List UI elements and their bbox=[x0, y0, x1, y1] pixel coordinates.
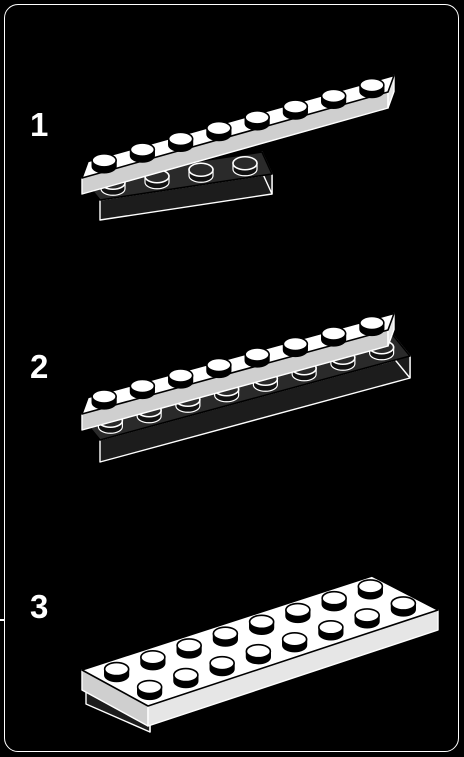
white-plate-2x8-stud-1-6-top bbox=[319, 621, 343, 634]
white-plate-2x8-stud-2-4-top bbox=[213, 627, 237, 640]
white-plate-1x8-top-stud-2-top bbox=[130, 380, 154, 393]
step-2-assembly bbox=[82, 314, 410, 463]
white-plate-1x8-stud-8 bbox=[360, 79, 384, 98]
white-plate-2x8-stud-1-4-top bbox=[246, 645, 270, 658]
white-plate-1x8-stud-1 bbox=[92, 154, 116, 173]
white-plate-1x8-stud-6-top bbox=[283, 100, 307, 113]
white-plate-1x8-top-stud-7-top bbox=[322, 327, 346, 340]
dark-plate-1x4-stud-1-4-top bbox=[233, 157, 257, 170]
white-plate-1x8-stud-4-top bbox=[207, 122, 231, 135]
white-plate-2x8-stud-2-1 bbox=[105, 663, 129, 682]
white-plate-1x8-stud-2 bbox=[130, 143, 154, 162]
white-plate-2x8-stud-1-1-top bbox=[138, 681, 162, 694]
white-plate-2x8-stud-1-3-top bbox=[210, 657, 234, 670]
white-plate-1x8-top-stud-1-top bbox=[92, 390, 116, 403]
white-plate-2x8-stud-2-5-top bbox=[250, 615, 274, 628]
white-plate-1x8-top-stud-4-top bbox=[207, 359, 231, 372]
white-plate-1x8-top-stud-3 bbox=[169, 369, 193, 388]
white-plate-2x8-stud-1-3 bbox=[210, 657, 234, 676]
white-plate-2x8-stud-1-8 bbox=[391, 597, 415, 616]
step-3-assembly bbox=[82, 576, 438, 732]
white-plate-2x8-stud-1-6 bbox=[319, 621, 343, 640]
step-1-assembly bbox=[82, 76, 394, 221]
dark-plate-1x4-stud-1-4 bbox=[233, 157, 257, 176]
white-plate-1x8-top-stud-7 bbox=[322, 327, 346, 346]
white-plate-2x8-stud-1-5 bbox=[283, 633, 307, 652]
white-plate-1x8-top-stud-4 bbox=[207, 359, 231, 378]
white-plate-2x8-stud-1-7-top bbox=[355, 609, 379, 622]
white-plate-1x8-stud-4 bbox=[207, 122, 231, 141]
white-plate-1x8-top-stud-5-top bbox=[245, 348, 269, 361]
white-plate-1x8-stud-8-top bbox=[360, 79, 384, 92]
white-plate-1x8-top-stud-2 bbox=[130, 380, 154, 399]
white-plate-2x8-stud-2-1-top bbox=[105, 663, 129, 676]
white-plate-2x8-stud-2-5 bbox=[250, 615, 274, 634]
white-plate-2x8-stud-2-6-top bbox=[286, 604, 310, 617]
white-plate-2x8-stud-1-1 bbox=[138, 681, 162, 700]
white-plate-2x8-stud-2-3 bbox=[177, 639, 201, 658]
white-plate-2x8-stud-2-4 bbox=[213, 627, 237, 646]
white-plate-2x8-stud-2-3-top bbox=[177, 639, 201, 652]
white-plate-2x8-stud-1-7 bbox=[355, 609, 379, 628]
white-plate-1x8-stud-3 bbox=[169, 132, 193, 151]
white-plate-1x8-stud-5 bbox=[245, 111, 269, 130]
white-plate-1x8-stud-2-top bbox=[130, 143, 154, 156]
white-plate-2x8-stud-2-8-top bbox=[358, 580, 382, 593]
white-plate-2x8-stud-1-2-top bbox=[174, 669, 198, 682]
white-plate-2x8-stud-2-2-top bbox=[141, 651, 165, 664]
white-plate-1x8-top-stud-6-top bbox=[283, 338, 307, 351]
white-plate-1x8-stud-5-top bbox=[245, 111, 269, 124]
white-plate-1x8-top-stud-3-top bbox=[169, 369, 193, 382]
white-plate-2x8-stud-2-7-top bbox=[322, 592, 346, 605]
white-plate-1x8-top-stud-6 bbox=[283, 338, 307, 357]
white-plate-2x8-stud-2-8 bbox=[358, 580, 382, 599]
white-plate-1x8-top-stud-1 bbox=[92, 390, 116, 409]
white-plate-2x8-stud-2-6 bbox=[286, 604, 310, 623]
dark-plate-1x4-stud-1-3 bbox=[189, 163, 213, 182]
white-plate-2x8-stud-1-5-top bbox=[283, 633, 307, 646]
white-plate-1x8-stud-7-top bbox=[322, 89, 346, 102]
white-plate-2x8-stud-2-7 bbox=[322, 592, 346, 611]
white-plate-1x8-stud-1-top bbox=[92, 154, 116, 167]
white-plate-1x8-stud-3-top bbox=[169, 132, 193, 145]
white-plate-1x8-top-stud-5 bbox=[245, 348, 269, 367]
white-plate-2x8-stud-1-2 bbox=[174, 669, 198, 688]
white-plate-2x8-stud-1-8-top bbox=[391, 597, 415, 610]
white-plate-2x8-stud-2-2 bbox=[141, 651, 165, 670]
white-plate-1x8-stud-6 bbox=[283, 100, 307, 119]
white-plate-1x8-stud-7 bbox=[322, 89, 346, 108]
white-plate-1x8-top-stud-8 bbox=[360, 317, 384, 336]
white-plate-1x8-top-stud-8-top bbox=[360, 317, 384, 330]
white-plate-2x8-stud-1-4 bbox=[246, 645, 270, 664]
dark-plate-1x4-stud-1-3-top bbox=[189, 163, 213, 176]
